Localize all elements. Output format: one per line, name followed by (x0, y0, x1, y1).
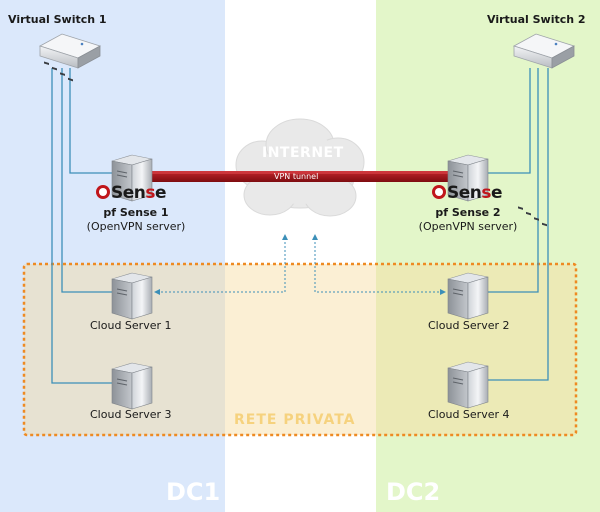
pfsense-1-role: (OpenVPN server) (86, 220, 186, 233)
pfsense-2-logo: Sense (432, 183, 503, 203)
dc2-label: DC2 (386, 478, 441, 506)
pfsense-2-role: (OpenVPN server) (418, 220, 518, 233)
virtual-switch-2-label: Virtual Switch 2 (487, 13, 586, 26)
pfsense-1-name: pf Sense 1 (103, 206, 169, 219)
virtual-switch-1-label: Virtual Switch 1 (8, 13, 107, 26)
pfsense-logo-text-red: s (145, 183, 156, 203)
cloud-server-1-label: Cloud Server 1 (90, 319, 172, 332)
arrow-up-right (312, 234, 318, 240)
link-switch1-pfsense1 (69, 68, 112, 174)
cloud-server-3-label: Cloud Server 3 (90, 408, 172, 421)
link-switch1-server3 (51, 68, 112, 384)
vpn-tunnel (150, 171, 450, 182)
private-network-border (22, 262, 578, 437)
internet-label: INTERNET (262, 145, 344, 161)
virtual-switch-2-icon (512, 33, 576, 227)
link-switch2-server2 (488, 68, 539, 293)
pfsense-logo-text-black: Sen (111, 183, 146, 203)
dc2-zone (376, 0, 600, 512)
link-switch1-server1 (61, 68, 112, 293)
cloud-server-2-icon (447, 272, 489, 320)
dc1-label: DC1 (166, 478, 221, 506)
cloud-server-4-label: Cloud Server 4 (428, 408, 510, 421)
dc1-links (51, 68, 112, 384)
arrow-right (440, 289, 446, 295)
link-switch2-pfsense2 (488, 68, 531, 174)
arrow-left (154, 289, 160, 295)
private-link-server1 (158, 238, 286, 293)
cloud-server-2-label: Cloud Server 2 (428, 319, 510, 332)
pfsense-1-logo: Sense (96, 183, 167, 203)
pfsense-logo-text-black: Sen (447, 183, 482, 203)
vpn-tunnel-label: VPN tunnel (274, 172, 319, 181)
pfsense-2-name: pf Sense 2 (435, 206, 501, 219)
private-links (158, 238, 442, 293)
arrow-up-left (282, 234, 288, 240)
pfsense-logo-text-end: e (491, 183, 503, 203)
cloud-server-1-icon (111, 272, 153, 320)
dc1-zone (0, 0, 225, 512)
pfsense-logo-icon (96, 185, 110, 199)
pfsense-1-server-icon (111, 154, 153, 202)
cloud-server-4-icon (447, 361, 489, 409)
private-link-server2 (314, 238, 442, 293)
cloud-server-3-icon (111, 362, 153, 410)
pfsense-logo-text-red: s (481, 183, 492, 203)
internet-zone (225, 0, 376, 512)
pfsense-logo-icon (432, 185, 446, 199)
virtual-switch-1-icon (38, 33, 102, 82)
private-network-label: RETE PRIVATA (234, 412, 356, 428)
dc2-links (488, 68, 549, 381)
link-switch2-server4 (488, 68, 549, 381)
pfsense-logo-text-end: e (155, 183, 167, 203)
pfsense-2-server-icon (447, 154, 489, 202)
